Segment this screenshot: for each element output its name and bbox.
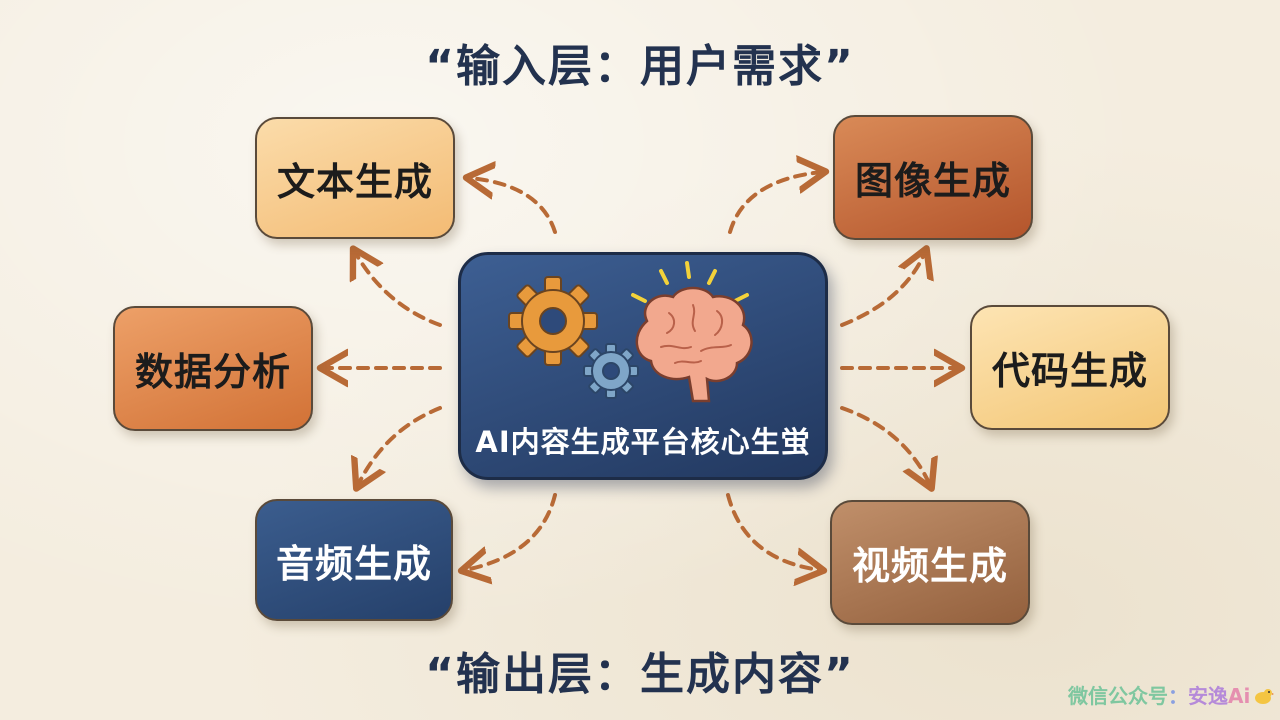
watermark-name: 安逸 (1188, 684, 1228, 708)
watermark-separator: ： (1168, 684, 1188, 708)
output-layer-title: “输出层：生成内容” (425, 649, 855, 700)
core-illustration (508, 261, 753, 403)
node-image-generation: 图像生成 (833, 115, 1033, 240)
core-platform-label: AI内容生成平台核心生蛍 (475, 425, 811, 459)
wechat-watermark: 微信公众号：安逸Ai (1068, 680, 1275, 711)
node-video-generation: 视频生成 (830, 500, 1030, 625)
large-gear-icon (508, 276, 598, 366)
watermark-ai: Ai (1228, 684, 1251, 708)
node-code-generation: 代码生成 (970, 305, 1170, 430)
brain-icon (631, 261, 753, 403)
input-layer-title: “输入层：用户需求” (425, 41, 855, 92)
node-data-analysis: 数据分析 (113, 306, 313, 431)
bird-icon (1252, 686, 1275, 711)
core-platform-box: AI内容生成平台核心生蛍 (458, 252, 828, 480)
watermark-prefix: 微信公众号 (1068, 684, 1168, 708)
node-audio-generation: 音频生成 (255, 499, 453, 621)
node-text-generation: 文本生成 (255, 117, 455, 239)
small-gear-icon (583, 343, 639, 399)
